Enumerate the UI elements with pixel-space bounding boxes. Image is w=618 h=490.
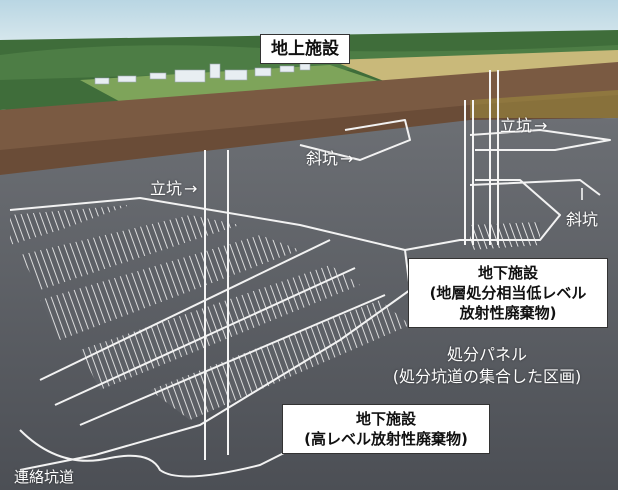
connecting-tunnel-text: 連絡坑道 [14,468,75,486]
inclined-shaft-top-text: 斜坑 [306,149,339,168]
surface-buildings [94,63,311,85]
shaft-left-text: 立坑 [150,179,183,198]
inclined-shaft-label-top: 斜坑→ [306,145,353,169]
surface-facility-label: 地上施設 [260,34,350,64]
shaft-label-left: 立坑→ [150,175,197,199]
disposal-panel-label: 処分パネル (処分坑道の集合した区画) [372,344,602,388]
disposal-panels [10,205,540,420]
shaft-right-text: 立坑 [500,116,533,135]
underground-high-line1: 地下施設 [355,410,416,428]
underground-high-line2: (高レベル放射性廃棄物) [304,430,468,448]
disposal-panel-line2: (処分坑道の集合した区画) [392,367,582,386]
underground-low-line2: (地層処分相当低レベル [429,284,587,302]
shafts [204,70,499,460]
underground-low-line3: 放射性廃棄物) [459,304,557,322]
disposal-panel-line1: 処分パネル [446,345,527,364]
underground-low-line1: 地下施設 [477,264,538,282]
underground-facility-high-level-label: 地下施設 (高レベル放射性廃棄物) [282,404,490,454]
right-arrow-icon: → [534,116,548,135]
connecting-tunnel-label: 連絡坑道 [14,466,74,487]
inclined-shaft-right-text: 斜坑 [566,210,599,229]
right-arrow-icon: → [184,179,198,198]
underground-facility-low-level-label: 地下施設 (地層処分相当低レベル 放射性廃棄物) [408,258,608,328]
right-arrow-icon: → [340,149,354,168]
inclined-shaft-label-right: 斜坑 [566,206,598,230]
surface-facility-text: 地上施設 [271,39,339,59]
shaft-label-right: 立坑→ [500,112,547,136]
